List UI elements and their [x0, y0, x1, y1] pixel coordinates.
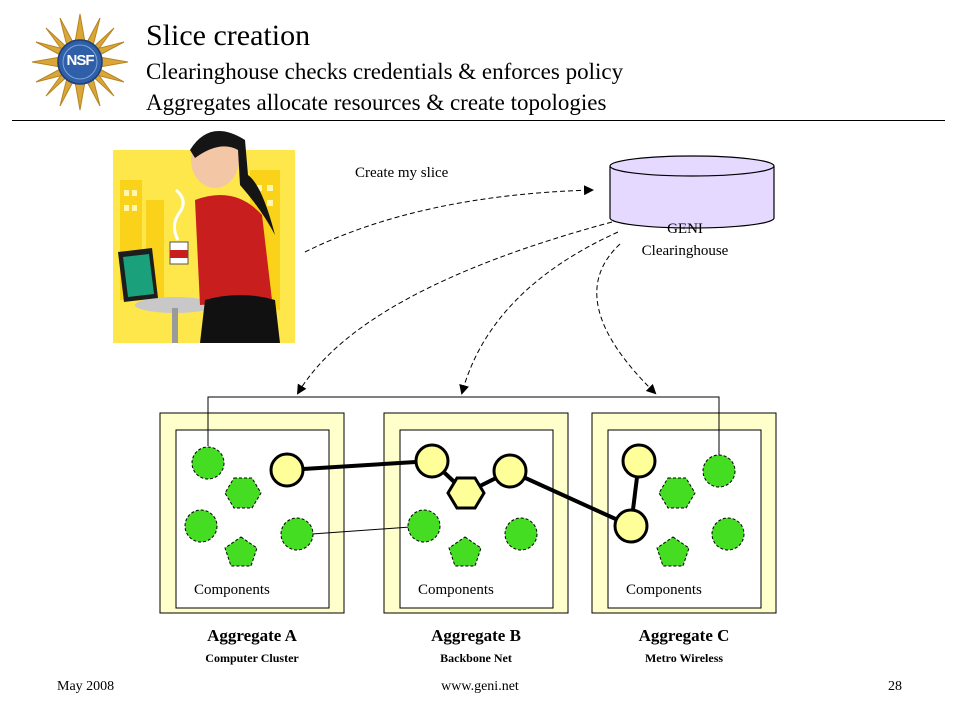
component-node: [184, 509, 218, 543]
slice-node: [621, 443, 657, 479]
slide-title: Slice creation: [146, 19, 311, 52]
component-node: [191, 446, 225, 480]
slice-node: [446, 476, 486, 510]
subtitle-line-1: Clearinghouse checks credentials & enfor…: [146, 59, 624, 84]
aggregate-b-description: Backbone Net: [440, 651, 512, 665]
arrow-to-aggregate-a: [296, 221, 613, 395]
aggregate-a-name: Aggregate A: [207, 626, 297, 645]
title-divider: [12, 120, 945, 121]
aggregate-a-description: Computer Cluster: [205, 651, 299, 665]
component-node: [656, 536, 690, 567]
footer-date: May 2008: [57, 679, 115, 694]
nsf-logo: NSF: [30, 12, 130, 112]
arrow-to-aggregate-b: [459, 231, 619, 395]
arrow-to-aggregate-c: [596, 243, 657, 395]
aggregate-c-description: Metro Wireless: [644, 651, 724, 665]
component-node: [407, 509, 441, 543]
components-label-b: Components: [418, 582, 494, 598]
user-illustration: [113, 131, 295, 343]
clearinghouse-label-line1: GENI: [667, 221, 703, 237]
component-node: [702, 454, 736, 488]
slice-node: [613, 508, 649, 544]
component-node: [280, 517, 314, 551]
nsf-logo-text: NSF: [66, 52, 95, 69]
component-node: [448, 536, 482, 567]
component-node: [711, 517, 745, 551]
component-node: [658, 477, 696, 509]
page-number: 28: [888, 679, 902, 694]
component-node: [224, 477, 262, 509]
request-label: Create my slice: [355, 165, 449, 181]
footer-url: www.geni.net: [441, 679, 519, 694]
slice-node: [269, 452, 305, 488]
cross-link-line: [311, 525, 425, 535]
components-label-a: Components: [194, 582, 270, 598]
slice-node: [414, 443, 450, 479]
request-arrow: [304, 185, 594, 253]
subtitle-line-2: Aggregates allocate resources & create t…: [146, 90, 607, 115]
clearinghouse-cylinder: [609, 155, 775, 229]
component-node: [224, 536, 258, 567]
component-node: [504, 517, 538, 551]
components-label-c: Components: [626, 582, 702, 598]
aggregate-c-name: Aggregate C: [638, 626, 730, 645]
aggregate-b-name: Aggregate B: [431, 626, 521, 645]
slice-node: [492, 453, 528, 489]
clearinghouse-label-line2: Clearinghouse: [641, 243, 729, 259]
top-link-line: [207, 396, 720, 455]
